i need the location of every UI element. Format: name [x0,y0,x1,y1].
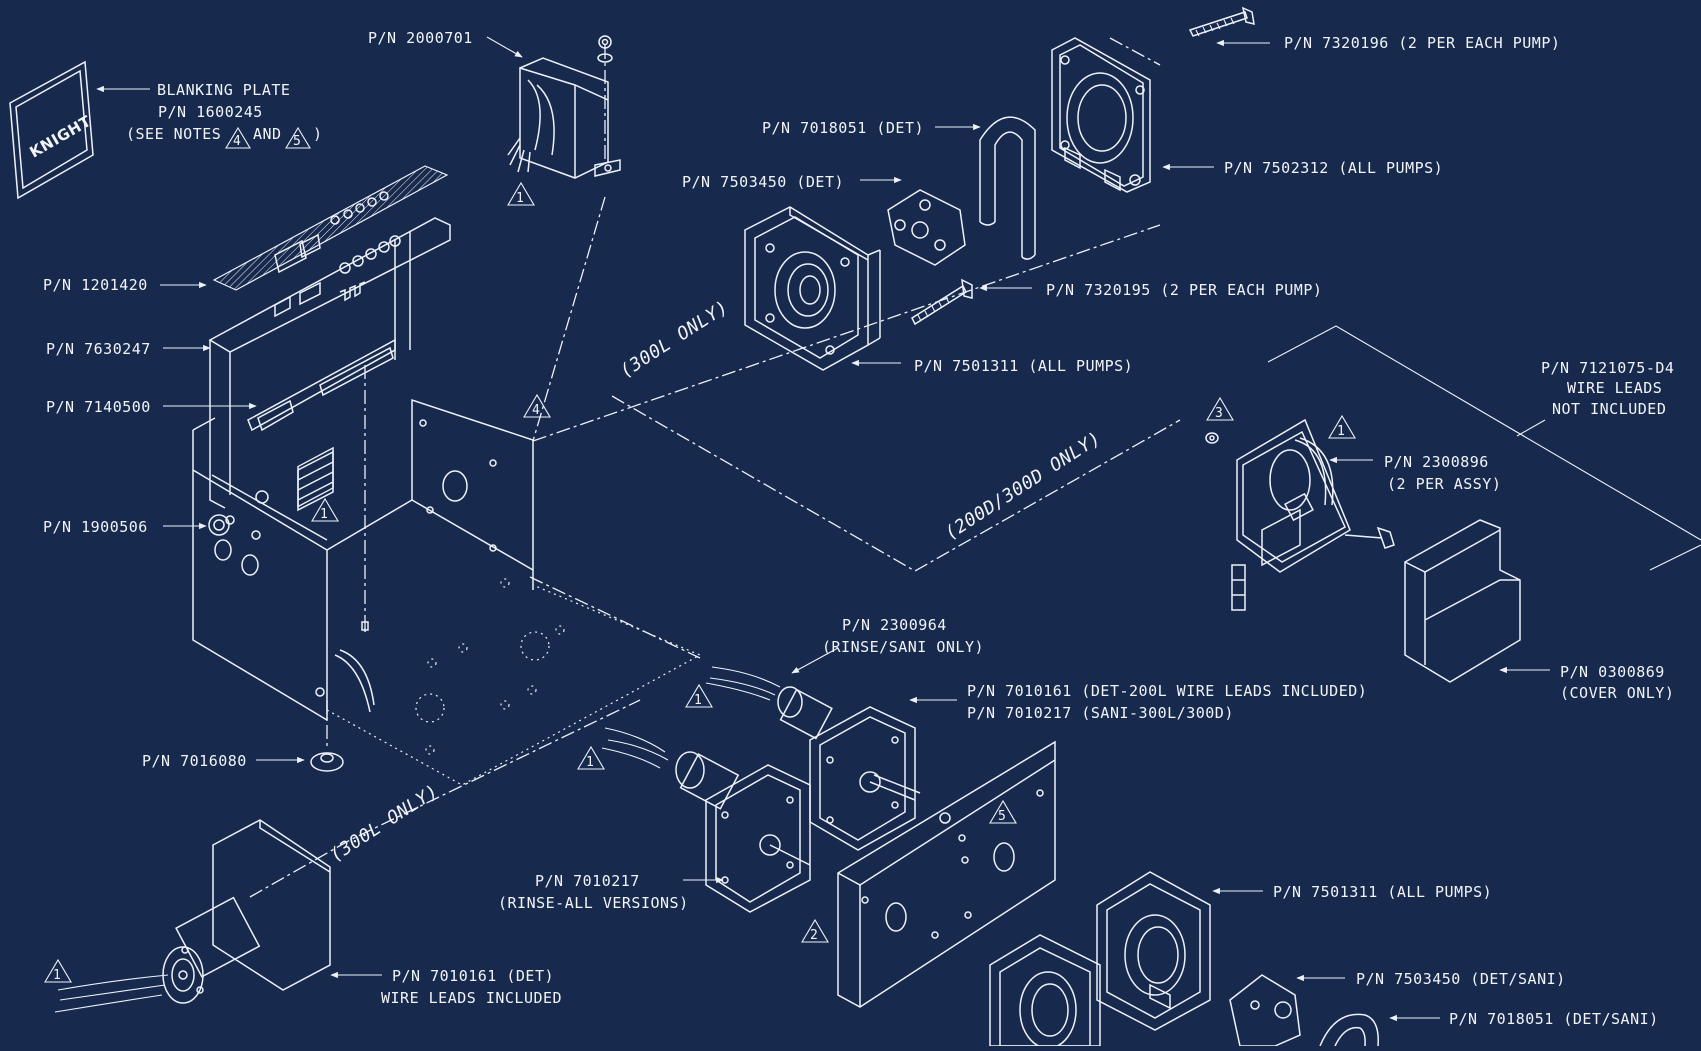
label-7010217-sani: P/N 7010217 (SANI-300L/300D) [967,704,1234,722]
label-7320195: P/N 7320195 (2 PER EACH PUMP) [1046,281,1322,299]
note-1-det-motor: 1 [44,958,72,983]
label-7016080: P/N 7016080 [142,752,247,770]
label-7018051-detsani: P/N 7018051 (DET/SANI) [1449,1010,1659,1028]
svg-text:4: 4 [532,403,540,418]
svg-text:1: 1 [1337,424,1345,439]
note-1-motor-7010217: 1 [577,745,605,770]
label-blanking-plate: BLANKING PLATE [157,81,290,99]
motor-7010217 [601,727,811,913]
label-1600245: P/N 1600245 [158,103,263,121]
label-see-notes-and: AND [253,125,282,143]
main-enclosure [192,398,702,786]
svg-text:1: 1 [516,191,524,206]
note-1-motor-rinse: 1 [685,683,713,708]
pump-tube-top [979,116,1036,260]
label-1201420: P/N 1201420 [43,276,148,294]
label-7010217: P/N 7010217 [535,872,640,890]
screw-7320195 [911,278,973,326]
label-7121075: P/N 7121075-D4 [1541,359,1674,377]
det-pump-head-top [744,206,881,371]
part-labels: BLANKING PLATE P/N 1600245 (SEE NOTES AN… [43,29,1674,1028]
callout-300l-top: (300L ONLY) [616,297,732,383]
mounting-plate [837,740,1056,1008]
label-0300869: P/N 0300869 [1560,663,1665,681]
note-5-inline: 5 [285,126,311,149]
label-7010161: P/N 7010161 (DET-200L WIRE LEADS INCLUDE… [967,682,1367,700]
screw-7320196 [1188,6,1255,37]
label-wire-leads-included: WIRE LEADS INCLUDED [381,989,562,1007]
label-2000701: P/N 2000701 [368,29,473,47]
cover [1404,519,1521,683]
label-not-included: NOT INCLUDED [1552,400,1666,418]
motor-bracket [1205,418,1395,611]
note-4-inline: 4 [225,126,251,149]
note-1-terminal: 1 [311,497,339,522]
pump-back-plate [1051,37,1151,193]
label-rinse-sani: (RINSE/SANI ONLY) [822,638,984,656]
knight-logo: KNIGHT [27,112,95,162]
pump-head-bottom-b [989,934,1101,1049]
label-see-notes: (SEE NOTES [126,125,221,143]
note-1-bracket: 1 [1328,414,1356,439]
note-3-bracket: 3 [1206,396,1234,421]
note-5-plate: 5 [989,799,1017,824]
svg-text:4: 4 [233,134,241,149]
label-7010161-det: P/N 7010161 (DET) [392,967,554,985]
label-7630247: P/N 7630247 [46,340,151,358]
label-rinse-all: (RINSE-ALL VERSIONS) [498,894,689,912]
center-lines [249,37,1701,898]
note-2-plate: 2 [801,918,829,943]
svg-text:5: 5 [998,809,1006,824]
label-cover-only: (COVER ONLY) [1560,684,1674,702]
roller-assembly-top [887,189,966,266]
pump-head-bottom-a [1096,871,1211,1031]
motor-2300964 [705,666,921,851]
svg-text:5: 5 [293,134,301,149]
pcb [247,338,396,432]
svg-text:3: 3 [1215,406,1223,421]
label-7503450-detsani: P/N 7503450 (DET/SANI) [1356,970,1566,988]
roller-bottom [1229,974,1301,1047]
svg-text:2: 2 [810,928,818,943]
callout-300l-bottom: (300L ONLY) [326,781,442,867]
label-2300896: P/N 2300896 [1384,453,1489,471]
det-motor-bottom [54,819,331,1013]
label-1900506: P/N 1900506 [43,518,148,536]
svg-text:1: 1 [694,693,702,708]
label-7320196: P/N 7320196 (2 PER EACH PUMP) [1284,34,1560,52]
svg-text:1: 1 [586,755,594,770]
control-board-overlay [212,165,449,291]
note-1-transformer: 1 [507,181,535,206]
svg-text:1: 1 [53,968,61,983]
tube-bottom [1319,1013,1379,1047]
label-7502312: P/N 7502312 (ALL PUMPS) [1224,159,1443,177]
blanking-plate: KNIGHT [9,60,95,200]
label-7501311-top: P/N 7501311 (ALL PUMPS) [914,357,1133,375]
note-triangles: 4 5 1 4 1 3 1 1 1 5 2 1 [44,126,1356,983]
label-2300964: P/N 2300964 [842,616,947,634]
label-7018051-det: P/N 7018051 (DET) [762,119,924,137]
label-7503450-det: P/N 7503450 (DET) [682,173,844,191]
svg-text:1: 1 [320,507,328,522]
label-wire-leads: WIRE LEADS [1567,379,1662,397]
label-see-notes-close: ) [313,125,323,143]
label-2-per-assy: (2 PER ASSY) [1387,475,1501,493]
note-4-enclosure: 4 [523,393,551,418]
label-7140500: P/N 7140500 [46,398,151,416]
label-7501311-bottom: P/N 7501311 (ALL PUMPS) [1273,883,1492,901]
callout-200d-300d: (200D/300D ONLY) [941,428,1105,544]
transformer [507,35,621,179]
front-panel [208,217,451,509]
